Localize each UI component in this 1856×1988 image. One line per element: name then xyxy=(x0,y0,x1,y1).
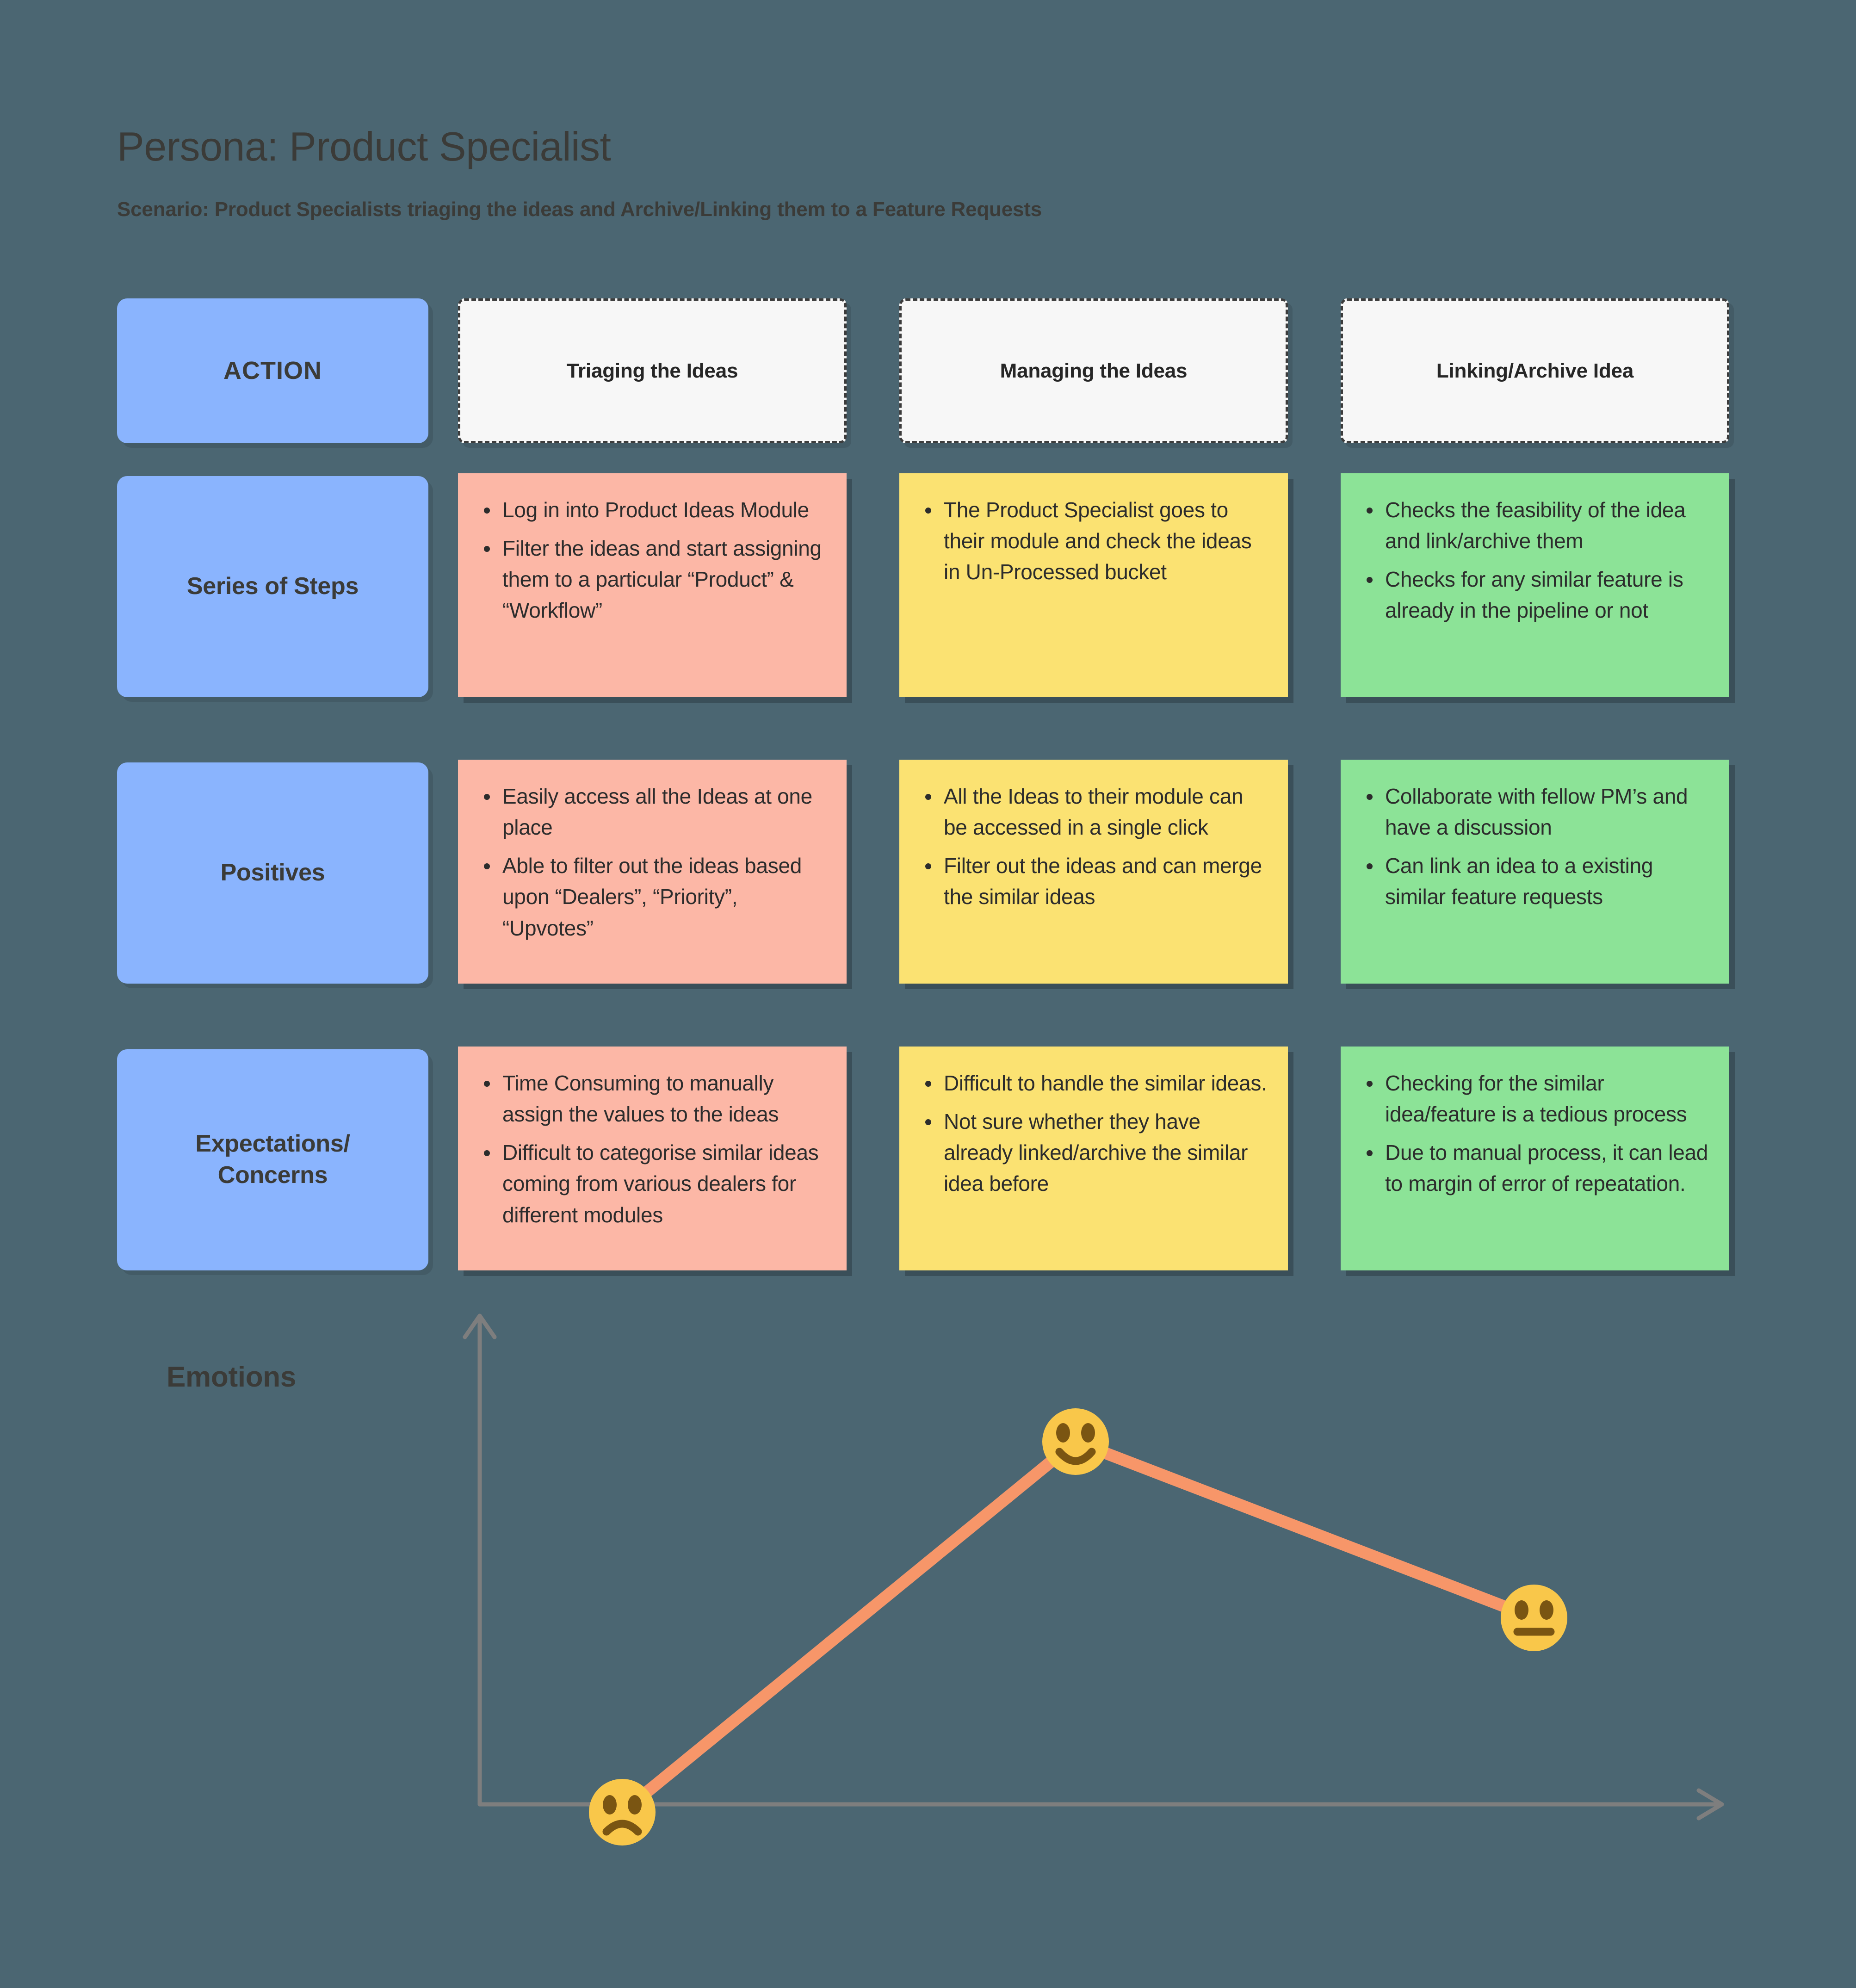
bullet-list: Collaborate with fellow PM’s and have a … xyxy=(1361,781,1711,913)
note-card-expectations-triaging[interactable]: Time Consuming to manually assign the va… xyxy=(458,1047,847,1270)
bullet-list: Checks the feasibility of the idea and l… xyxy=(1361,495,1711,626)
list-item: Due to manual process, it can lead to ma… xyxy=(1367,1137,1711,1199)
list-item: The Product Specialist goes to their mod… xyxy=(925,495,1269,588)
page-title: Persona: Product Specialist xyxy=(117,124,611,169)
row-label-positives: Positives xyxy=(117,762,428,984)
stage-header-managing[interactable]: Managing the Ideas xyxy=(899,298,1288,443)
bullet-list: Difficult to handle the similar ideas. N… xyxy=(920,1068,1269,1200)
list-item: Checking for the similar idea/feature is… xyxy=(1367,1068,1711,1130)
bullet-list: Easily access all the Ideas at one place… xyxy=(478,781,828,944)
list-item: Not sure whether they have already linke… xyxy=(925,1106,1269,1199)
note-card-steps-managing[interactable]: The Product Specialist goes to their mod… xyxy=(899,473,1288,697)
row-label-text: Positives xyxy=(220,859,325,886)
stage-header-triaging[interactable]: Triaging the Ideas xyxy=(458,298,847,443)
frowning-face-icon xyxy=(589,1779,656,1846)
bullet-list: Time Consuming to manually assign the va… xyxy=(478,1068,828,1231)
row-label-text: ACTION xyxy=(223,357,322,385)
list-item: Log in into Product Ideas Module xyxy=(484,495,828,526)
list-item: Difficult to categorise similar ideas co… xyxy=(484,1137,828,1230)
row-label-series-of-steps: Series of Steps xyxy=(117,476,428,697)
list-item: Difficult to handle the similar ideas. xyxy=(925,1068,1269,1099)
note-card-steps-triaging[interactable]: Log in into Product Ideas Module Filter … xyxy=(458,473,847,697)
note-card-positives-linking[interactable]: Collaborate with fellow PM’s and have a … xyxy=(1341,760,1729,984)
emotion-point-linking[interactable] xyxy=(1501,1585,1567,1651)
list-item: Checks the feasibility of the idea and l… xyxy=(1367,495,1711,557)
smiling-face-icon xyxy=(1042,1408,1109,1475)
stage-header-linking[interactable]: Linking/Archive Idea xyxy=(1341,298,1729,443)
list-item: Easily access all the Ideas at one place xyxy=(484,781,828,843)
emotions-section-label: Emotions xyxy=(167,1361,297,1393)
list-item: Time Consuming to manually assign the va… xyxy=(484,1068,828,1130)
stage-header-label: Triaging the Ideas xyxy=(566,359,738,382)
bullet-list: The Product Specialist goes to their mod… xyxy=(920,495,1269,588)
list-item: Checks for any similar feature is alread… xyxy=(1367,564,1711,626)
note-card-positives-managing[interactable]: All the Ideas to their module can be acc… xyxy=(899,760,1288,984)
x-axis xyxy=(477,1788,1724,1821)
list-item: Filter the ideas and start assigning the… xyxy=(484,533,828,626)
note-card-steps-linking[interactable]: Checks the feasibility of the idea and l… xyxy=(1341,473,1729,697)
list-item: All the Ideas to their module can be acc… xyxy=(925,781,1269,843)
journey-grid: ACTION Triaging the Ideas Managing the I… xyxy=(117,298,1729,1270)
emotion-point-triaging[interactable] xyxy=(589,1779,656,1846)
row-label-text: Expectations/ Concerns xyxy=(195,1130,350,1189)
row-label-expectations-concerns: Expectations/ Concerns xyxy=(117,1049,428,1270)
neutral-face-icon xyxy=(1501,1585,1567,1651)
note-card-expectations-linking[interactable]: Checking for the similar idea/feature is… xyxy=(1341,1047,1729,1270)
stage-header-label: Managing the Ideas xyxy=(1000,359,1188,382)
list-item: Filter out the ideas and can merge the s… xyxy=(925,850,1269,912)
bullet-list: Log in into Product Ideas Module Filter … xyxy=(478,495,828,626)
stage-header-label: Linking/Archive Idea xyxy=(1436,359,1634,382)
bullet-list: Checking for the similar idea/feature is… xyxy=(1361,1068,1711,1200)
row-label-text: Series of Steps xyxy=(186,573,359,600)
bullet-list: All the Ideas to their module can be acc… xyxy=(920,781,1269,913)
y-axis xyxy=(463,1313,497,1807)
note-card-positives-triaging[interactable]: Easily access all the Ideas at one place… xyxy=(458,760,847,984)
scenario-subtitle: Scenario: Product Specialists triaging t… xyxy=(117,198,1042,221)
row-label-action: ACTION xyxy=(117,298,428,443)
emotion-point-managing[interactable] xyxy=(1042,1408,1109,1475)
list-item: Able to filter out the ideas based upon … xyxy=(484,850,828,943)
list-item: Collaborate with fellow PM’s and have a … xyxy=(1367,781,1711,843)
emotions-chart xyxy=(0,1286,1856,1943)
note-card-expectations-managing[interactable]: Difficult to handle the similar ideas. N… xyxy=(899,1047,1288,1270)
list-item: Can link an idea to a existing similar f… xyxy=(1367,850,1711,912)
emotion-trend-line xyxy=(616,1436,1540,1818)
